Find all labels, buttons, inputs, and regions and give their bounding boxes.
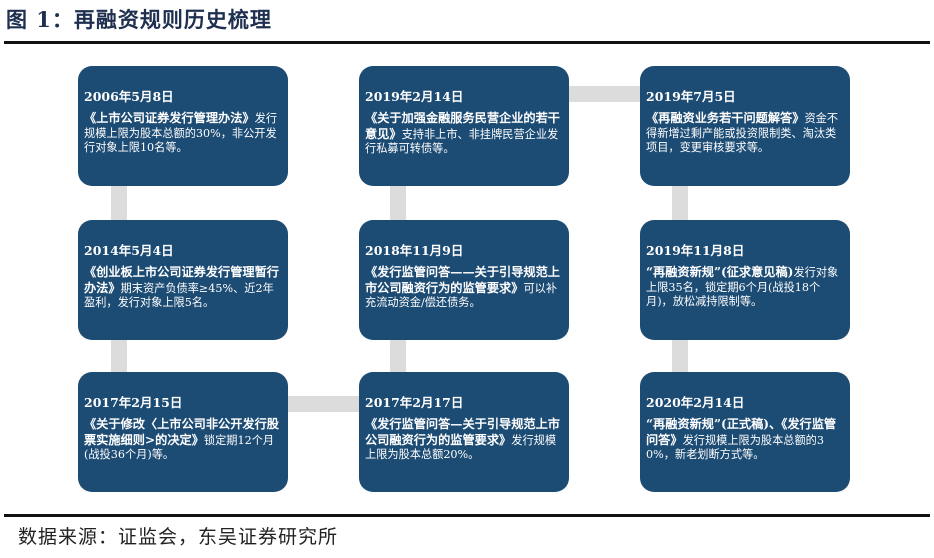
event-body: 《创业板上市公司证券发行管理暂行办法》期末资产负债率≥45%、近2年盈利，发行对…: [84, 265, 282, 311]
event-text: 发行对象上限35名，锁定期6个月(战投18个月)，放松减持限制等。: [646, 266, 839, 308]
event-law: “再融资新规”(征求意见稿): [646, 265, 794, 279]
event-law: 《发行监管问答—关于引导规范上市公司融资行为的监管要求》: [365, 417, 560, 447]
top-rule: [4, 41, 930, 44]
event-card-2017-02-15: 2017年2月15日 《关于修改〈上市公司非公开发行股票实施细则>的决定》锁定期…: [78, 372, 288, 492]
event-law: 《上市公司证券发行管理办法》: [84, 111, 255, 125]
event-body: 《关于修改〈上市公司非公开发行股票实施细则>的决定》锁定期12个月(战投36个月…: [84, 417, 282, 463]
event-date: 2019年2月14日: [365, 89, 464, 104]
connector: [111, 338, 127, 374]
event-law: 《关于修改〈上市公司非公开发行股票实施细则>的决定》: [84, 417, 279, 447]
event-text: 发行规模上限为股本总额的30%，新老划断方式等。: [646, 433, 824, 462]
event-date: 2017年2月17日: [365, 395, 464, 410]
event-law: 《发行监管问答——关于引导规范上市公司融资行为的监管要求》: [365, 265, 560, 295]
event-text: 资金不得新增过剩产能或投资限制类、淘汰类项目，变更审核要求等。: [646, 112, 839, 154]
event-body: 《关于加强金融服务民营企业的若干意见》支持非上市、非挂牌民营企业发行私募可转债等…: [365, 111, 563, 157]
event-law: 《再融资业务若干问题解答》: [646, 111, 805, 125]
event-body: 《上市公司证券发行管理办法》发行规模上限为股本总额的30%，非公开发行对象上限1…: [84, 111, 282, 156]
event-card-2014: 2014年5月4日 《创业板上市公司证券发行管理暂行办法》期末资产负债率≥45%…: [78, 220, 288, 340]
figure-title: 图 1：再融资规则历史梳理: [6, 7, 272, 32]
event-date: 2019年11月8日: [646, 243, 745, 258]
event-date: 2019年7月5日: [646, 89, 736, 104]
connector: [672, 184, 688, 222]
event-date: 2006年5月8日: [84, 89, 174, 104]
event-body: 《发行监管问答——关于引导规范上市公司融资行为的监管要求》可以补充流动资金/偿还…: [365, 265, 563, 311]
event-text: 期末资产负债率≥45%、近2年盈利，发行对象上限5名。: [84, 281, 274, 310]
event-law: 《关于加强金融服务民营企业的若干意见》: [365, 111, 560, 141]
connector: [672, 338, 688, 374]
event-body: “再融资新规”(正式稿)、《发行监管问答》发行规模上限为股本总额的30%，新老划…: [646, 417, 844, 463]
event-text: 发行规模上限为股本总额20%。: [365, 433, 557, 462]
event-card-2019-07-05: 2019年7月5日 《再融资业务若干问题解答》资金不得新增过剩产能或投资限制类、…: [640, 66, 850, 186]
event-date: 2020年2月14日: [646, 395, 745, 410]
event-body: 《再融资业务若干问题解答》资金不得新增过剩产能或投资限制类、淘汰类项目，变更审核…: [646, 111, 844, 156]
event-body: “再融资新规”(征求意见稿)发行对象上限35名，锁定期6个月(战投18个月)，放…: [646, 265, 844, 310]
bottom-rule: [4, 514, 930, 517]
event-law: 《创业板上市公司证券发行管理暂行办法》: [84, 265, 279, 295]
event-card-2019-11-08: 2019年11月8日 “再融资新规”(征求意见稿)发行对象上限35名，锁定期6个…: [640, 220, 850, 340]
event-card-2020: 2020年2月14日 “再融资新规”(正式稿)、《发行监管问答》发行规模上限为股…: [640, 372, 850, 492]
event-text: 发行规模上限为股本总额的30%，非公开发行对象上限10名等。: [84, 112, 278, 154]
event-card-2017-02-17: 2017年2月17日 《发行监管问答—关于引导规范上市公司融资行为的监管要求》发…: [359, 372, 569, 492]
event-text: 支持非上市、非挂牌民营企业发行私募可转债等。: [365, 127, 559, 156]
event-date: 2014年5月4日: [84, 243, 174, 258]
connector: [390, 338, 406, 374]
event-card-2019-02-14: 2019年2月14日 《关于加强金融服务民营企业的若干意见》支持非上市、非挂牌民…: [359, 66, 569, 186]
event-text: 锁定期12个月(战投36个月)等。: [84, 433, 275, 462]
event-text: 可以补充流动资金/偿还债务。: [365, 281, 558, 310]
data-source-note: 数据来源：证监会，东吴证券研究所: [18, 526, 339, 548]
connector: [111, 184, 127, 222]
connector: [566, 86, 642, 102]
event-card-2018: 2018年11月9日 《发行监管问答——关于引导规范上市公司融资行为的监管要求》…: [359, 220, 569, 340]
connector: [286, 396, 362, 412]
event-date: 2018年11月9日: [365, 243, 464, 258]
event-law: “再融资新规”(正式稿)、《发行监管问答》: [646, 417, 837, 447]
event-date: 2017年2月15日: [84, 395, 183, 410]
event-body: 《发行监管问答—关于引导规范上市公司融资行为的监管要求》发行规模上限为股本总额2…: [365, 417, 563, 463]
connector: [390, 184, 406, 222]
event-card-2006: 2006年5月8日 《上市公司证券发行管理办法》发行规模上限为股本总额的30%，…: [78, 66, 288, 186]
